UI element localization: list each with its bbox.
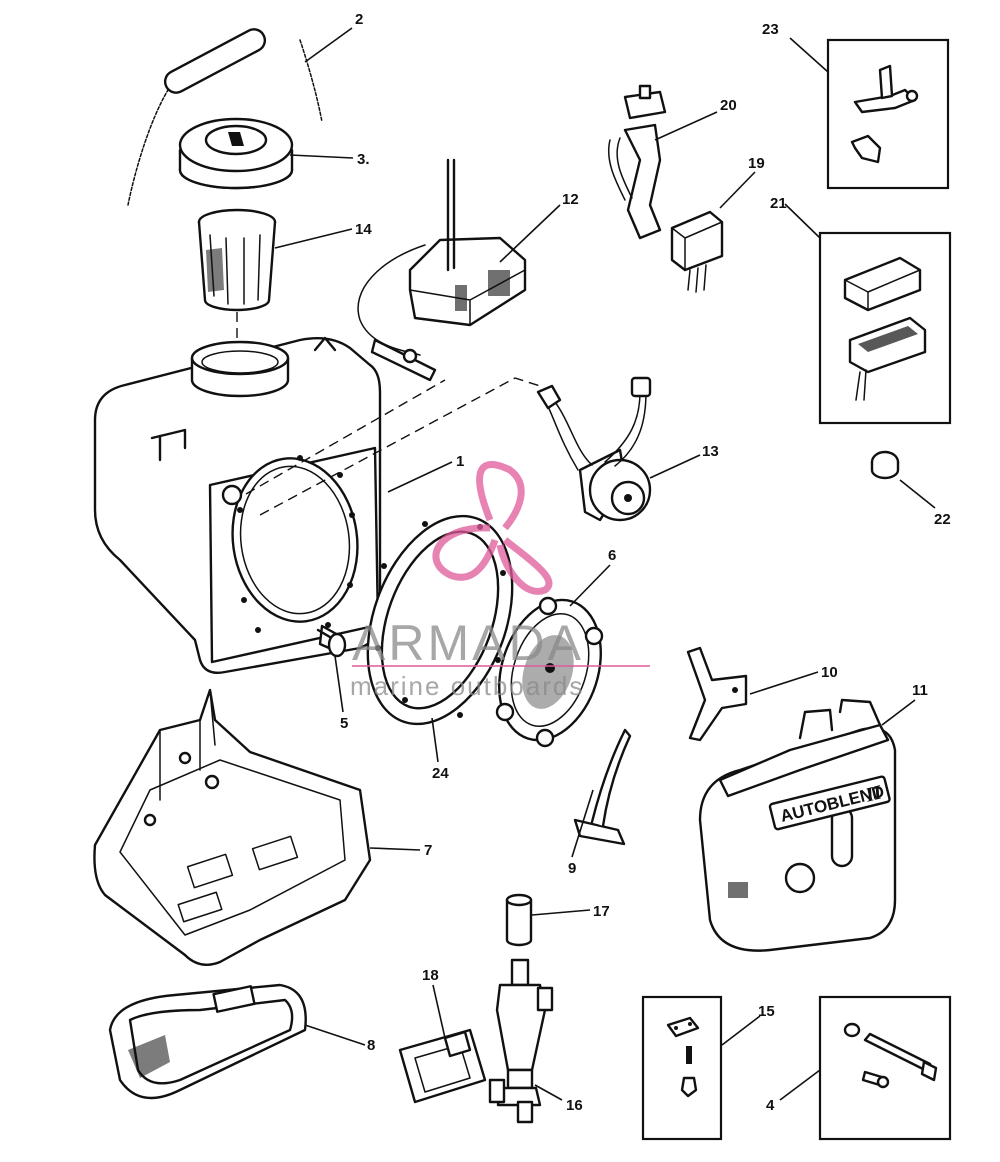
- part-2-sensor-cable: [127, 28, 323, 206]
- watermark-tagline: marine outboards: [350, 671, 584, 701]
- part-19-relay: [670, 210, 724, 293]
- callout-14: 14: [355, 221, 372, 238]
- assembly-line-tank-to-switch: [245, 379, 446, 495]
- part-18-mounting-plate: [398, 1028, 487, 1104]
- callout-9: 9: [568, 860, 576, 877]
- callout-1: 1: [456, 453, 464, 470]
- callout-13: 13: [702, 443, 719, 460]
- callout-7: 7: [424, 842, 432, 859]
- callout-19: 19: [748, 155, 765, 172]
- part-15-kit-box: [641, 995, 723, 1141]
- part-9-clip: [573, 728, 632, 846]
- part-22-plug-cap: [870, 450, 900, 480]
- callout-18: 18: [422, 967, 439, 984]
- part-5-screw: [316, 624, 347, 658]
- cover-logo-suffix: II: [863, 781, 886, 807]
- callout-23: 23: [762, 21, 779, 38]
- callout-24: 24: [432, 765, 449, 782]
- callout-20: 20: [720, 97, 737, 114]
- watermark-divider: [352, 665, 650, 667]
- part-20-switch: [607, 84, 667, 240]
- part-17-sleeve: [505, 893, 533, 947]
- callout-15: 15: [758, 1003, 775, 1020]
- callout-21: 21: [770, 195, 787, 212]
- part-6-cover-plate: [495, 596, 604, 748]
- assembly-line-tank-to-sensor: [259, 377, 541, 516]
- part-7-mounting-tray: [93, 688, 372, 966]
- part-12-warning-horn: [357, 158, 527, 382]
- armada-watermark: ARMADA marine outboards: [350, 461, 650, 701]
- watermark-name: ARMADA: [352, 615, 584, 671]
- callout-8: 8: [367, 1037, 375, 1054]
- part-8-strap: [108, 983, 307, 1100]
- part-13-oil-level-sender: [536, 376, 652, 522]
- part-1-oil-tank: [93, 336, 382, 674]
- part-14-filter-basket: [197, 208, 277, 360]
- callout-12: 12: [562, 191, 579, 208]
- part-10-bracket: [686, 646, 748, 742]
- leader-lines: [274, 27, 936, 1101]
- callout-17: 17: [593, 903, 610, 920]
- callout-4: 4: [766, 1097, 775, 1114]
- part-11-autoblend-cover: AUTOBLEND II: [698, 698, 897, 952]
- part-3-fill-cap: [178, 117, 294, 190]
- callout-numbers: 2 3. 14 1 12 20 19 23 21 22 13 6 5 24 9 …: [340, 11, 951, 1114]
- callout-16: 16: [566, 1097, 583, 1114]
- part-21-kit-box: [818, 231, 952, 425]
- callout-3: 3.: [357, 151, 370, 168]
- callout-11: 11: [912, 682, 928, 699]
- callout-10: 10: [821, 664, 838, 681]
- callout-6: 6: [608, 547, 616, 564]
- callout-2: 2: [355, 11, 363, 28]
- callout-22: 22: [934, 511, 951, 528]
- callout-5: 5: [340, 715, 348, 732]
- part-23-kit-box: [826, 38, 950, 190]
- part-4-kit-box: [818, 995, 952, 1141]
- part-16-fitting: [488, 958, 554, 1124]
- propeller-logo-icon: [432, 461, 553, 595]
